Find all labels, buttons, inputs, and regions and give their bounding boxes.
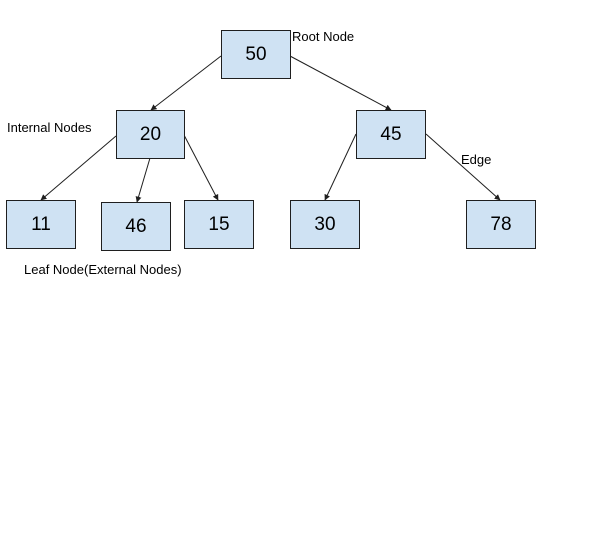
edge-left-lr [183,134,219,201]
internal-node-45: 45 [356,110,426,159]
leaf-node-15: 15 [184,200,254,249]
leaf-node-46: 46 [101,202,171,251]
edge-left-ll [40,135,117,201]
root-node: 50 [221,30,291,79]
leaf-nodes-label: Leaf Node(External Nodes) [24,262,182,277]
edge-left-lm [135,157,151,203]
leaf-node-78: 78 [466,200,536,249]
leaf-node-30: 30 [290,200,360,249]
edge-root-right [289,55,392,111]
internal-nodes-label: Internal Nodes [7,120,92,135]
edge-label: Edge [461,152,492,167]
internal-node-20: 20 [116,110,185,159]
root-node-label: Root Node [292,29,355,44]
edge-right-rr [425,133,501,201]
leaf-node-11: 11 [6,200,76,249]
edge-right-rl [324,133,357,201]
edge-root-left [150,55,222,111]
